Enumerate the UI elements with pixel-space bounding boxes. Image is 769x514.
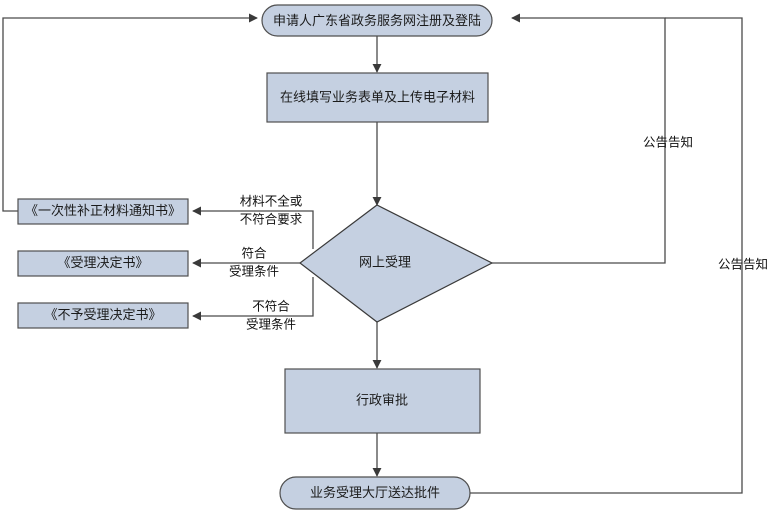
edge-label-unqualified-line2: 受理条件	[246, 317, 296, 332]
edge-label-notice-upper: 公告告知	[643, 135, 693, 150]
node-delivery-label: 业务受理大厅送达批件	[310, 485, 440, 501]
node-delivery[interactable]	[279, 476, 471, 510]
edge-decision-to-start-notice	[492, 13, 666, 264]
edge-label-incomplete-line2: 不符合要求	[240, 212, 303, 227]
node-correction-notice[interactable]	[17, 198, 189, 225]
edge-label-qualified-line2: 受理条件	[229, 264, 279, 279]
node-start[interactable]	[261, 4, 493, 37]
node-rejection-decision-label: 《不予受理决定书》	[44, 308, 161, 323]
edge-decision-to-correction-notice	[192, 206, 314, 249]
node-start-label: 申请人广东省政务服务网注册及登陆	[273, 13, 481, 29]
node-correction-notice-label: 《一次性补正材料通知书》	[25, 203, 181, 219]
node-fill-form[interactable]	[266, 72, 489, 123]
node-decision-label: 网上受理	[359, 256, 411, 271]
edge-label-incomplete-line1: 材料不全或	[240, 194, 303, 209]
node-approval[interactable]	[284, 368, 481, 434]
edge-correction-notice-to-start	[2, 13, 258, 212]
node-approval-label: 行政审批	[356, 394, 408, 409]
node-rejection-decision[interactable]	[17, 302, 189, 329]
node-decision[interactable]	[299, 204, 494, 323]
node-acceptance-decision-label: 《受理决定书》	[57, 256, 148, 271]
node-acceptance-decision[interactable]	[17, 250, 189, 277]
edge-label-notice-lower: 公告告知	[718, 257, 768, 272]
node-fill-form-label: 在线填写业务表单及上传电子材料	[280, 90, 475, 106]
edge-decision-to-rejection-decision	[192, 277, 314, 321]
edge-label-unqualified-line1: 不符合	[252, 299, 290, 314]
edge-delivery-to-start-notice	[470, 17, 743, 494]
edge-label-qualified-line1: 符合	[241, 246, 267, 261]
